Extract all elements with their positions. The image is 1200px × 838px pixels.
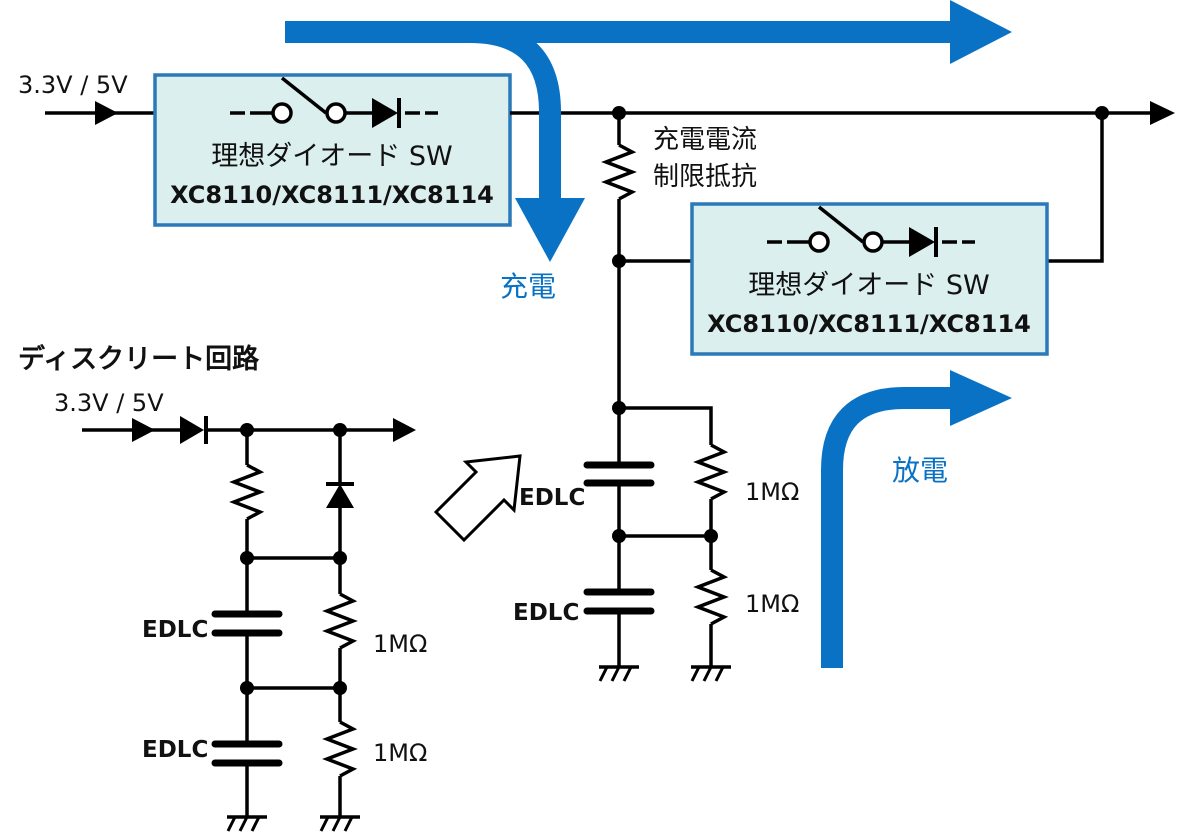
discharge-flow-arrow bbox=[821, 370, 1012, 668]
discrete-title: ディスクリート回路 bbox=[18, 343, 260, 375]
main-balance-resistors bbox=[619, 406, 729, 667]
sw1-part-number: XC8110/XC8111/XC8114 bbox=[170, 181, 494, 209]
main-output-line bbox=[510, 101, 1175, 125]
main-r-bottom-label: 1MΩ bbox=[745, 590, 799, 618]
main-edlc-bottom-label: EDLC bbox=[513, 600, 579, 626]
main-edlc-stack bbox=[583, 408, 655, 667]
discrete-ground-left-icon bbox=[226, 815, 267, 832]
charge-limit-resistor bbox=[601, 113, 637, 415]
discrete-input-label: 3.3V / 5V bbox=[54, 389, 164, 417]
discrete-r-top-label: 1MΩ bbox=[373, 630, 427, 658]
switch-diode-symbol-1 bbox=[230, 76, 438, 128]
discrete-ground-right-icon bbox=[319, 815, 360, 832]
ideal-diode-switch-1: 理想ダイオード SW XC8110/XC8111/XC8114 bbox=[153, 73, 512, 227]
main-input-line bbox=[45, 101, 155, 125]
discrete-edlc-top-label: EDLC bbox=[142, 617, 208, 643]
main-r-top-label: 1MΩ bbox=[745, 478, 799, 506]
discharge-label: 放電 bbox=[892, 454, 948, 487]
hollow-pointer-arrow-icon bbox=[433, 454, 522, 543]
resistor-label-line2: 制限抵抗 bbox=[653, 162, 757, 192]
discrete-right-branch bbox=[247, 430, 358, 817]
main-edlc-top-label: EDLC bbox=[519, 485, 585, 511]
top-flow-arrow bbox=[470, 0, 1012, 64]
discrete-edlc-bottom-label: EDLC bbox=[142, 737, 208, 763]
sw2-title: 理想ダイオード SW bbox=[748, 270, 989, 301]
switch-diode-symbol-2 bbox=[767, 205, 975, 257]
discrete-left-branch bbox=[211, 430, 283, 817]
ideal-diode-switch-2: 理想ダイオード SW XC8110/XC8111/XC8114 bbox=[690, 202, 1049, 356]
charge-label: 充電 bbox=[500, 270, 556, 303]
resistor-label-line1: 充電電流 bbox=[653, 125, 757, 155]
discrete-top-line bbox=[82, 416, 416, 444]
main-input-label: 3.3V / 5V bbox=[18, 71, 128, 99]
discrete-r-bottom-label: 1MΩ bbox=[373, 739, 427, 767]
sw1-title: 理想ダイオード SW bbox=[211, 141, 452, 172]
main-ground-left-icon bbox=[598, 665, 639, 682]
main-ground-right-icon bbox=[690, 665, 731, 682]
sw2-part-number: XC8110/XC8111/XC8114 bbox=[707, 310, 1031, 338]
